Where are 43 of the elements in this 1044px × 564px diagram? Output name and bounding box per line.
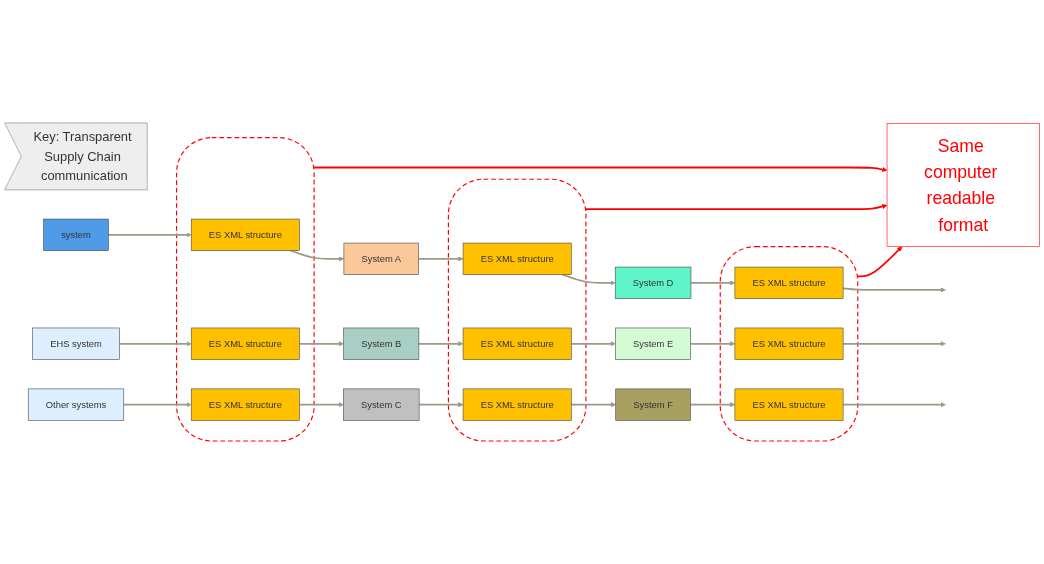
arrow bbox=[570, 402, 616, 408]
node-box: EHS system bbox=[32, 327, 120, 360]
arrow bbox=[689, 402, 736, 408]
arrow bbox=[856, 246, 903, 278]
cluster bbox=[719, 246, 859, 442]
arrow bbox=[289, 249, 345, 262]
arrow bbox=[842, 402, 946, 408]
arrow bbox=[570, 341, 616, 347]
cluster bbox=[176, 137, 315, 442]
node-box: Same computer readable format bbox=[886, 123, 1040, 247]
arrow bbox=[417, 256, 464, 262]
node-box: System F bbox=[615, 388, 691, 421]
node-box: ES XML structure bbox=[462, 388, 572, 421]
arrow bbox=[842, 287, 946, 293]
node-box: System B bbox=[343, 327, 420, 360]
arrow bbox=[842, 341, 946, 347]
node-box: System A bbox=[343, 242, 419, 275]
node-box: ES XML structure bbox=[734, 266, 844, 299]
arrow bbox=[690, 280, 736, 286]
node-box: ES XML structure bbox=[734, 327, 844, 360]
arrow bbox=[561, 273, 616, 286]
arrow bbox=[298, 341, 344, 347]
cluster bbox=[447, 178, 587, 442]
node-box: ES XML structure bbox=[190, 218, 300, 251]
node-box: ES XML structure bbox=[462, 327, 572, 360]
node-box: System E bbox=[615, 327, 691, 360]
arrow bbox=[418, 402, 464, 408]
arrow bbox=[107, 232, 192, 238]
arrow bbox=[418, 341, 464, 347]
node-box: ES XML structure bbox=[190, 327, 300, 360]
arrow bbox=[118, 341, 192, 347]
arrow bbox=[298, 402, 344, 408]
node-box: ES XML structure bbox=[462, 242, 572, 275]
node-box: ES XML structure bbox=[190, 388, 300, 421]
node-box: system bbox=[43, 218, 109, 251]
node-box: System C bbox=[343, 388, 420, 421]
node-box: ES XML structure bbox=[734, 388, 844, 421]
arrow bbox=[585, 203, 888, 210]
arrow bbox=[313, 166, 888, 172]
arrow bbox=[689, 341, 736, 347]
node-box: System D bbox=[614, 266, 692, 299]
arrow bbox=[122, 402, 192, 408]
node-box: Other systems bbox=[27, 388, 125, 421]
